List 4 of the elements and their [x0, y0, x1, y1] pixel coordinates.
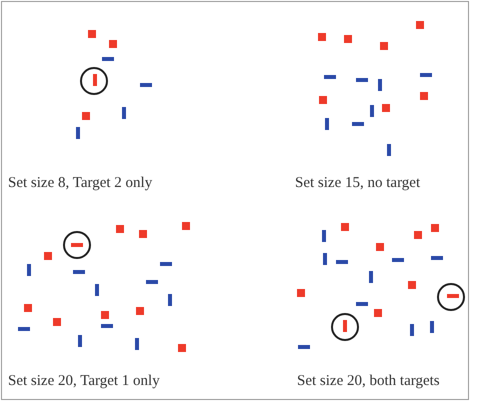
panel-caption: Set size 20, Target 1 only [8, 373, 160, 390]
panel-caption: Set size 8, Target 2 only [8, 175, 152, 192]
panel-caption: Set size 15, no target [295, 175, 420, 192]
panel-caption: Set size 20, both targets [297, 373, 440, 390]
